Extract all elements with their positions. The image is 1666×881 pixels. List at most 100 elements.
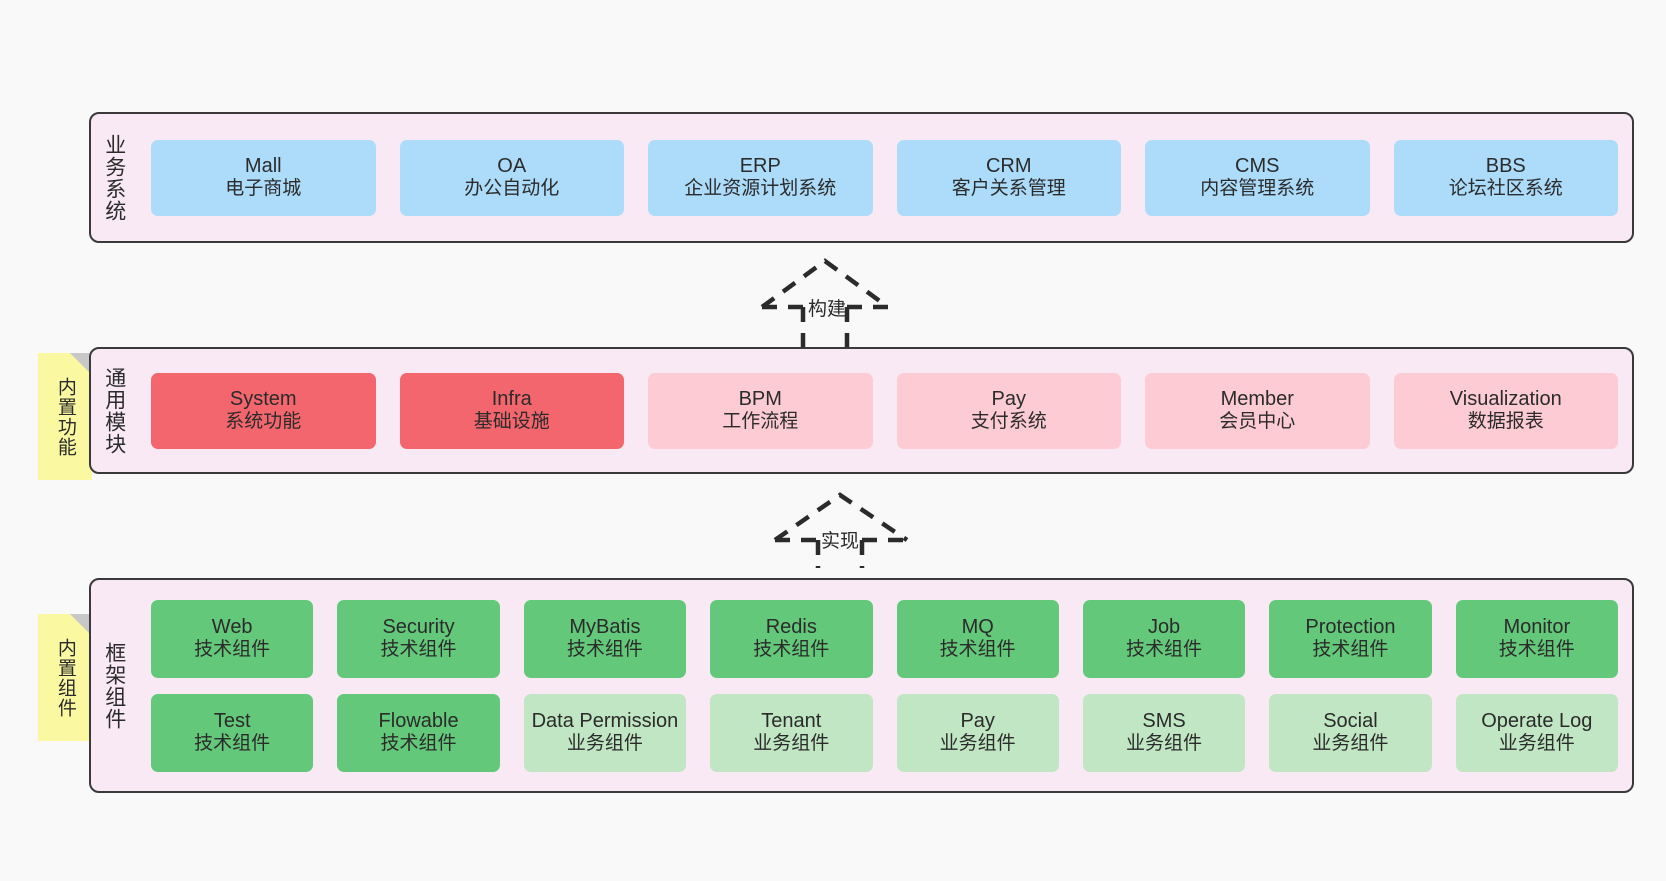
node-title: Monitor [1503,615,1571,638]
node-title: Security [382,615,455,638]
arrow-build: 构建 [755,252,905,352]
node-subtitle: 技术组件 [380,639,457,661]
node-title: Web [211,615,253,638]
node-subtitle: 系统功能 [225,411,302,433]
node-subtitle: 技术组件 [1312,639,1389,661]
node-subtitle: 企业资源计划系统 [684,178,837,200]
node-title: Pay [991,387,1026,410]
layer-framework-component-title: 框架组件 [102,641,126,730]
node-subtitle: 会员中心 [1219,411,1296,433]
node-title: Infra [491,387,532,410]
node-title: MQ [961,615,994,638]
node-subtitle: 业务组件 [1312,733,1389,755]
note-builtin-features: 内置功能 [38,353,92,480]
node-subtitle: 技术组件 [1498,639,1575,661]
node-title: Social [1323,709,1378,732]
arrow-build-label: 构建 [808,299,847,320]
node-subtitle: 技术组件 [753,639,830,661]
note-builtin-components: 内置组件 [38,614,92,741]
node-title: Operate Log [1481,709,1593,732]
arrow-implement-glyph [773,492,909,568]
node-title: Member [1220,387,1294,410]
node-title: MyBatis [569,615,641,638]
node-title: Flowable [378,709,459,732]
node-title: Mall [244,154,282,177]
node-subtitle: 业务组件 [1126,733,1203,755]
node-title: System [229,387,297,410]
node-subtitle: 办公自动化 [464,178,560,200]
node-title: Redis [765,615,817,638]
node-title: CMS [1235,154,1280,177]
node-title: Job [1147,615,1181,638]
node-subtitle: 技术组件 [380,733,457,755]
node-subtitle: 技术组件 [939,639,1016,661]
node-subtitle: 业务组件 [1498,733,1575,755]
node-subtitle: 业务组件 [939,733,1016,755]
node-title: Test [213,709,251,732]
node-subtitle: 技术组件 [194,733,271,755]
node-title: SMS [1142,709,1186,732]
arrow-implement: 实现 [770,488,920,568]
node-subtitle: 技术组件 [1126,639,1203,661]
node-subtitle: 技术组件 [194,639,271,661]
node-title: OA [497,154,527,177]
node-subtitle: 基础设施 [473,411,550,433]
node-subtitle: 支付系统 [970,411,1047,433]
node-subtitle: 工作流程 [722,411,799,433]
node-title: Tenant [761,709,822,732]
node-subtitle: 技术组件 [566,639,643,661]
node-title: CRM [985,154,1032,177]
node-title: BBS [1485,154,1526,177]
node-title: ERP [739,154,781,177]
node-subtitle: 论坛社区系统 [1448,178,1563,200]
arrow-build-glyph [760,258,890,352]
node-title: Data Permission [531,709,679,732]
node-subtitle: 电子商城 [225,178,302,200]
node-title: BPM [738,387,782,410]
arrow-implement-label: 实现 [821,531,860,552]
layer-business-system-title: 业务系统 [102,133,126,222]
node-subtitle: 内容管理系统 [1200,178,1315,200]
node-subtitle: 客户关系管理 [951,178,1066,200]
node-subtitle: 数据报表 [1467,411,1544,433]
